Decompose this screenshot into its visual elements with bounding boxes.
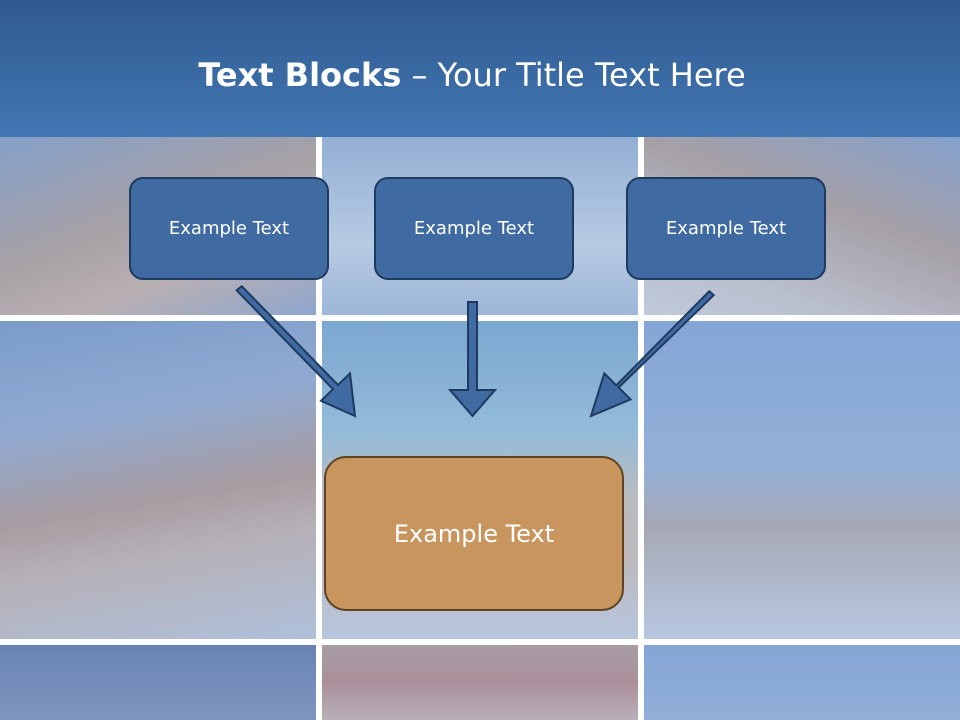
slide-title-rest: – Your Title Text Here xyxy=(411,56,746,94)
arrow-right-down-left xyxy=(589,289,716,418)
text-block-top-right: Example Text xyxy=(626,177,826,280)
text-block-top-center: Example Text xyxy=(374,177,574,280)
photo-tile xyxy=(0,645,316,720)
photo-tile xyxy=(0,321,316,639)
photo-tile xyxy=(644,321,960,639)
photo-tile xyxy=(644,645,960,720)
text-block-label: Example Text xyxy=(393,519,555,548)
text-block-label: Example Text xyxy=(665,218,787,239)
text-block-top-left: Example Text xyxy=(129,177,329,280)
photo-tile xyxy=(322,645,638,720)
text-block-label: Example Text xyxy=(168,218,290,239)
text-block-bottom: Example Text xyxy=(324,456,624,611)
arrow-center-down xyxy=(447,301,498,418)
slide-title-bold: Text Blocks xyxy=(198,56,402,94)
slide-title: Text Blocks – Your Title Text Here xyxy=(0,55,944,95)
text-block-label: Example Text xyxy=(413,218,535,239)
arrow-left-down-right xyxy=(235,284,357,418)
title-bar: Text Blocks – Your Title Text Here xyxy=(0,0,960,137)
